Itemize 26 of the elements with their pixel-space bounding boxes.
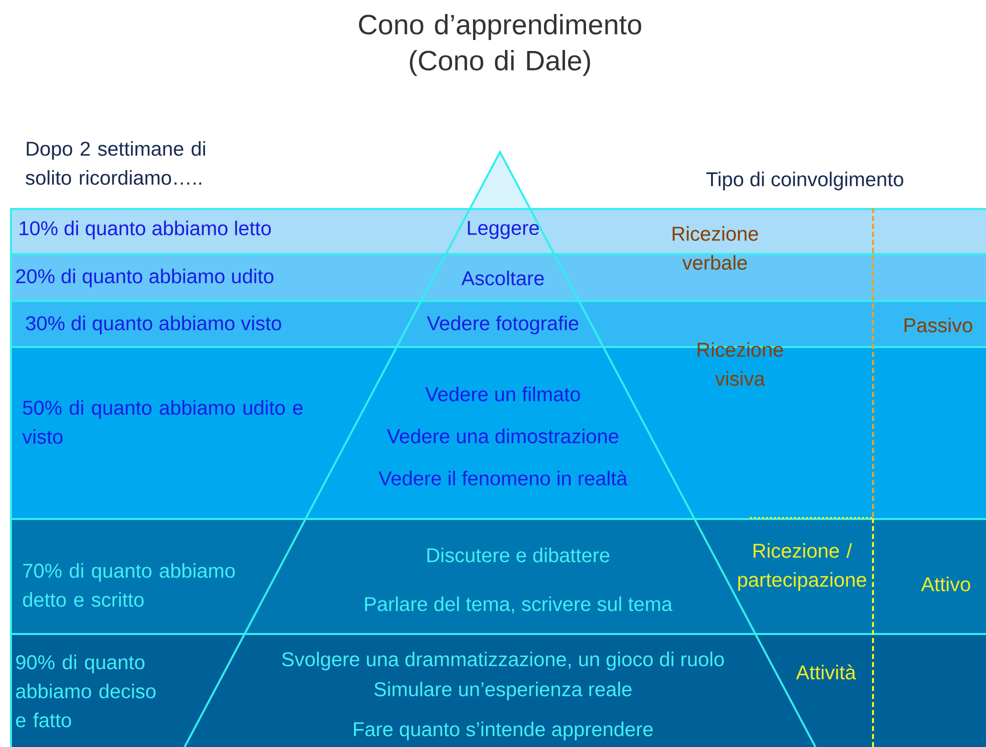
- activity-text: Vedere un filmato: [425, 386, 580, 402]
- category-label: Ricezione visiva: [698, 342, 783, 386]
- percentage-text: 20% di quanto abbiamo udito: [16, 268, 274, 288]
- activity-text: Vedere una dimostrazione: [386, 428, 618, 444]
- activity-text: Vedere fotografie: [426, 316, 578, 334]
- activity-text: Parlare del tema, scrivere sul tema: [365, 596, 672, 614]
- activity-text: Ascoltare: [461, 270, 544, 286]
- title: Cono d’apprendimento (Cono di Dale): [359, 14, 642, 76]
- percentage-text: 30% di quanto abbiamo visto: [26, 316, 282, 334]
- activity-text: Fare quanto s’intende apprendere: [354, 722, 653, 740]
- category-label: Ricezione / partecipazione: [738, 543, 866, 591]
- activity-text: Svolgere una drammatizzazione, un gioco di ruolo: [282, 652, 724, 670]
- percentage-text: 90% di quanto abbiamo deciso e fatto: [16, 654, 156, 728]
- percentage-text: 70% di quanto abbiamo detto e scritto: [23, 563, 235, 607]
- category-label: Attivo: [921, 576, 970, 592]
- category-label: Ricezione verbale: [672, 226, 758, 270]
- activity-text: Discutere e dibattere: [427, 548, 610, 562]
- category-label: Attività: [796, 664, 856, 680]
- note-text: Dopo 2 settimane di solito ricordiamo…..: [26, 141, 206, 185]
- activity-text: Leggere: [468, 221, 539, 239]
- activity-text: Simulare un’esperienza reale: [374, 682, 632, 700]
- column-heading: Tipo di coinvolgimento: [706, 172, 904, 190]
- activity-text: Vedere il fenomeno in realtà: [378, 470, 628, 486]
- percentage-text: 50% di quanto abbiamo udito e visto: [22, 400, 303, 444]
- category-label: Passivo: [904, 318, 972, 332]
- percentage-text: 10% di quanto abbiamo letto: [20, 220, 271, 240]
